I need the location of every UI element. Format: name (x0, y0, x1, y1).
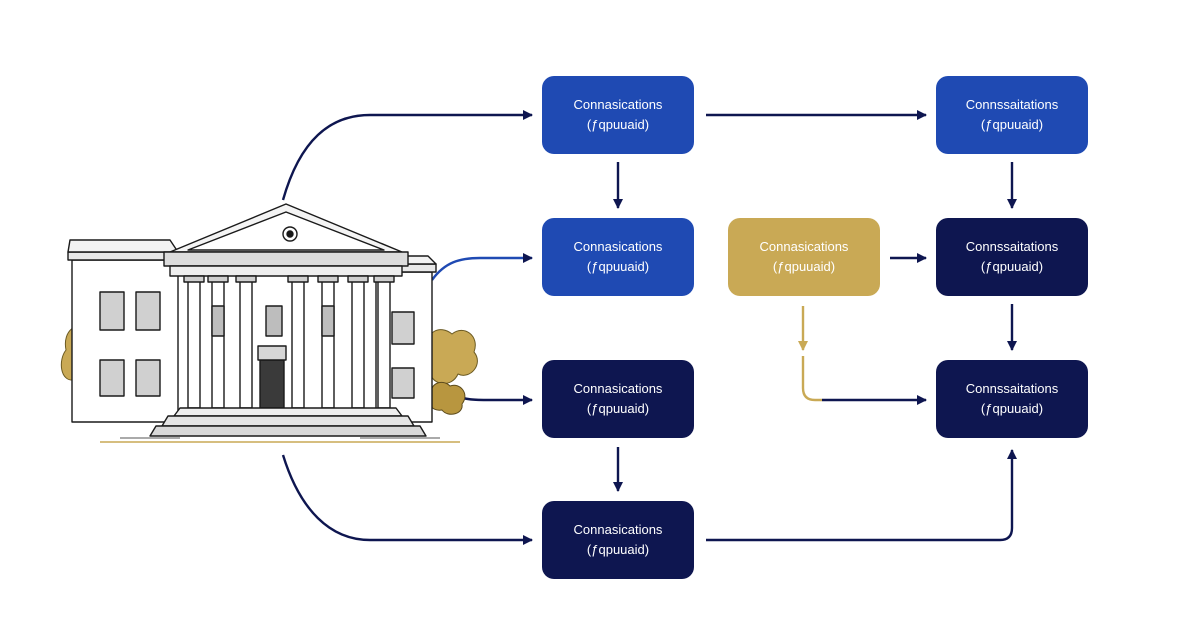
node-title: Connssaitations (965, 97, 1059, 112)
node-title: Connasications (573, 239, 663, 254)
node-subtitle: (ƒqpuuaid) (772, 259, 836, 274)
edge-building-n4 (281, 454, 533, 545)
process-node[interactable]: Connssaitations (ƒqpuuaid) (936, 218, 1088, 296)
process-node[interactable]: Connasications (ƒqpuuaid) (542, 76, 694, 154)
node-subtitle: (ƒqpuuaid) (980, 117, 1044, 132)
node-subtitle: (ƒqpuuaid) (586, 259, 650, 274)
government-building-icon (60, 203, 478, 443)
node-subtitle: (ƒqpuuaid) (586, 117, 650, 132)
process-node[interactable]: Connssaitations (ƒqpuuaid) (936, 76, 1088, 154)
node-title: Connasications (573, 522, 663, 537)
node-title: Connasications (573, 97, 663, 112)
process-node[interactable]: Connasications (ƒqpuuaid) (542, 360, 694, 438)
node-subtitle: (ƒqpuuaid) (980, 401, 1044, 416)
node-subtitle: (ƒqpuuaid) (980, 259, 1044, 274)
edge-building-n1 (281, 110, 533, 201)
node-subtitle: (ƒqpuuaid) (586, 401, 650, 416)
node-title: Connasications (573, 381, 663, 396)
process-node[interactable]: Connssaitations (ƒqpuuaid) (936, 360, 1088, 438)
process-node[interactable]: Connasications (ƒqpuuaid) (542, 501, 694, 579)
edge-building-n2 (431, 253, 533, 281)
edge-n4-n8 (706, 449, 1017, 542)
process-node[interactable]: Connasications (ƒqpuuaid) (542, 218, 694, 296)
node-subtitle: (ƒqpuuaid) (586, 542, 650, 557)
edge-n6-n8 (801, 356, 822, 402)
node-title: Connssaitations (965, 239, 1059, 254)
process-node-highlight[interactable]: Connasications (ƒqpuuaid) (728, 218, 880, 296)
node-title: Connasications (759, 239, 849, 254)
node-title: Connssaitations (965, 381, 1059, 396)
